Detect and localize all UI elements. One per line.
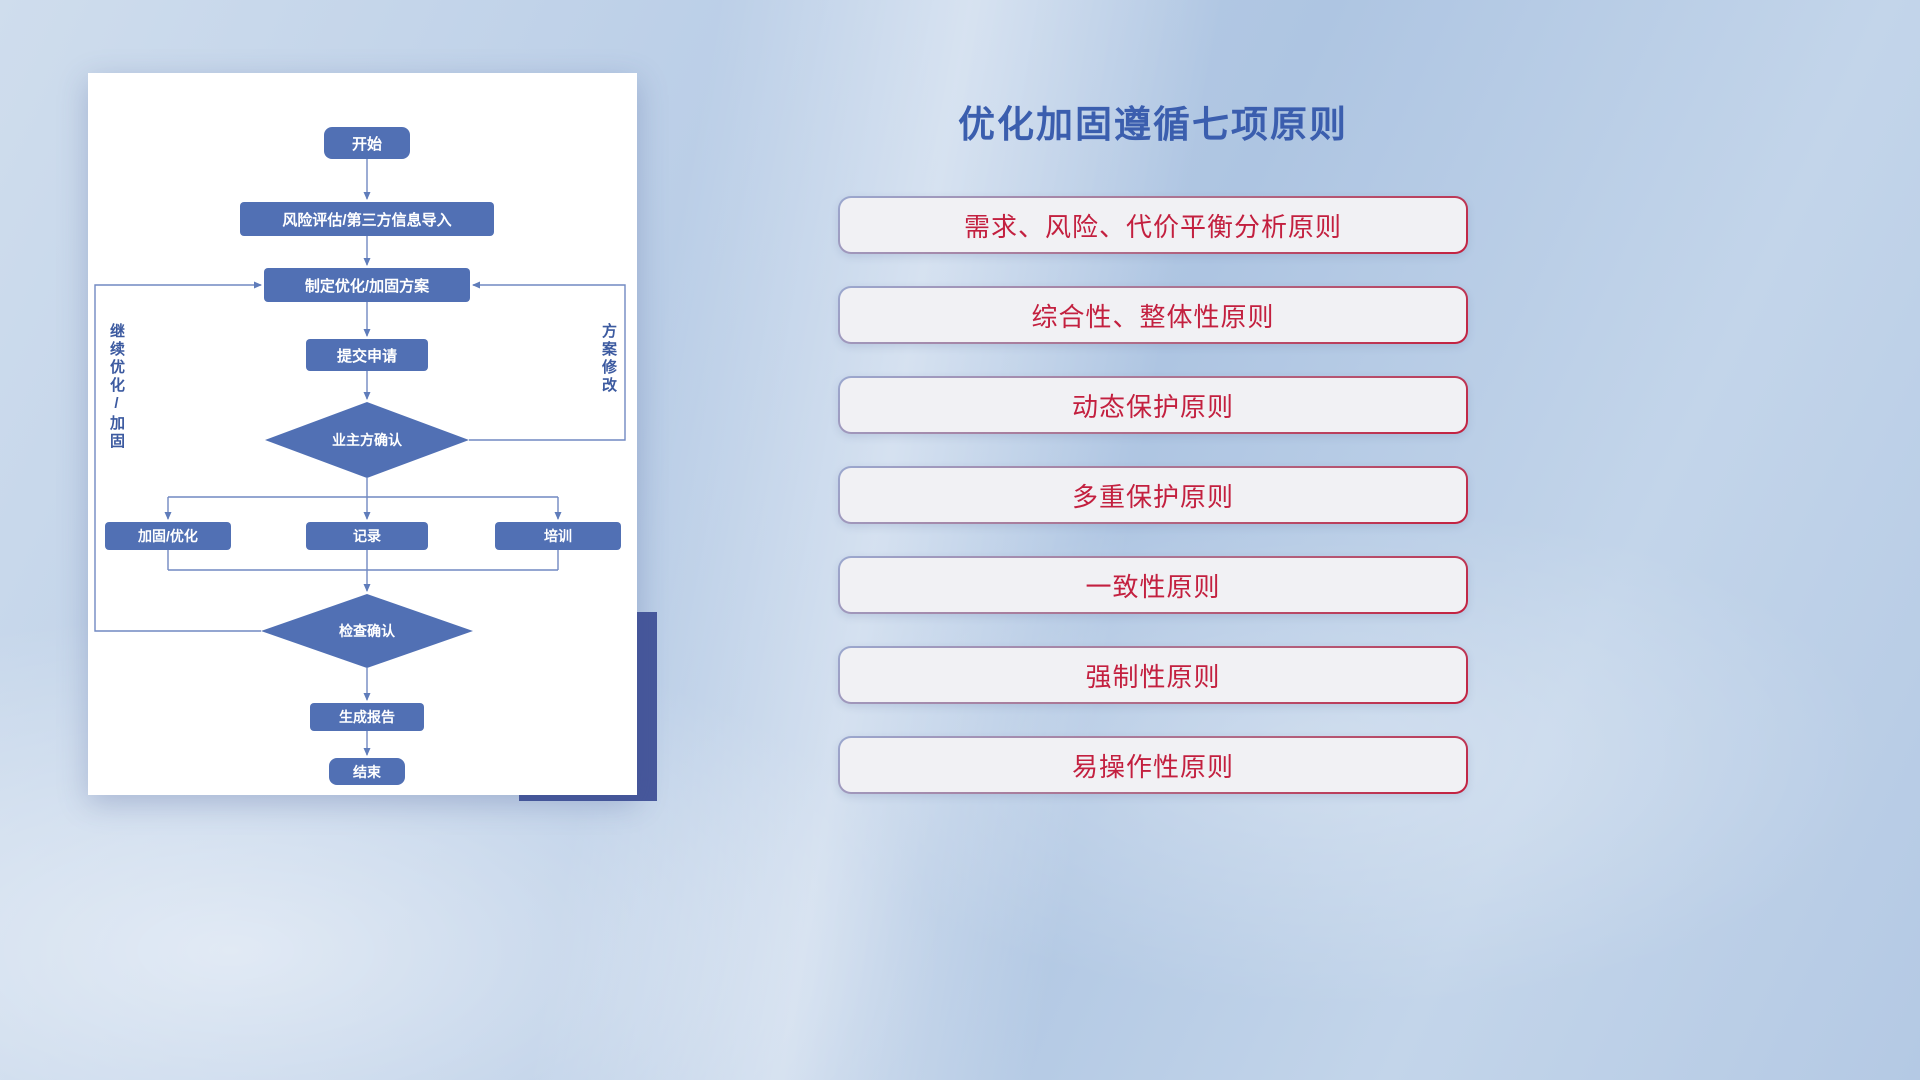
node-owner-confirm: 业主方确认 [332, 432, 402, 448]
principles-panel: 优化加固遵循七项原则 需求、风险、代价平衡分析原则 综合性、整体性原则 动态保护… [838, 0, 1468, 1080]
node-check-confirm: 检查确认 [339, 623, 395, 639]
flowchart-connectors [94, 159, 626, 756]
panel-title: 优化加固遵循七项原则 [958, 104, 1348, 145]
node-reinforce-optimize: 加固/优化 [105, 522, 231, 550]
principle-item: 需求、风险、代价平衡分析原则 [838, 196, 1468, 254]
node-risk-assessment: 风险评估/第三方信息导入 [240, 202, 494, 236]
node-start: 开始 [324, 127, 410, 159]
node-record: 记录 [306, 522, 428, 550]
node-generate-report: 生成报告 [310, 703, 424, 731]
node-submit-application: 提交申请 [306, 339, 428, 371]
node-end: 结束 [329, 758, 405, 785]
principle-item: 一致性原则 [838, 556, 1468, 614]
flowchart-card: 开始 风险评估/第三方信息导入 制定优化/加固方案 提交申请 业主方确认 加固/… [88, 73, 637, 795]
loop-label-plan-revision: 方案修改 [600, 323, 617, 395]
principle-item: 综合性、整体性原则 [838, 286, 1468, 344]
principle-item: 强制性原则 [838, 646, 1468, 704]
principle-item: 易操作性原则 [838, 736, 1468, 794]
principle-item: 多重保护原则 [838, 466, 1468, 524]
node-make-plan: 制定优化/加固方案 [264, 268, 470, 302]
node-training: 培训 [495, 522, 621, 550]
loop-label-continue-optimize: 继续优化/加固 [108, 323, 125, 451]
principle-item: 动态保护原则 [838, 376, 1468, 434]
principles-list: 需求、风险、代价平衡分析原则 综合性、整体性原则 动态保护原则 多重保护原则 一… [838, 196, 1468, 826]
